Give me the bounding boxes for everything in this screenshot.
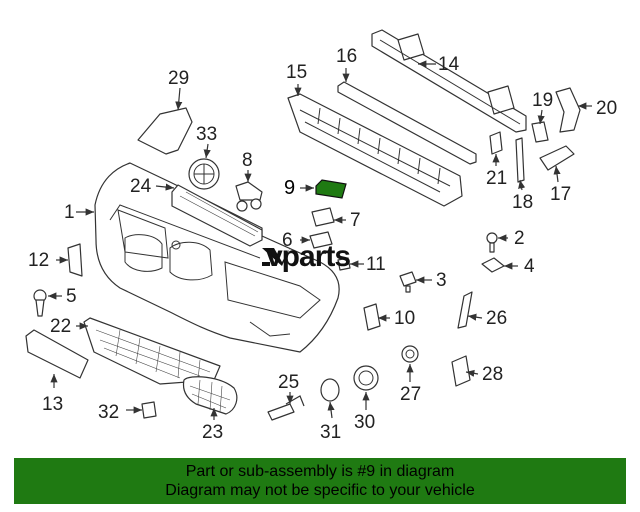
part-label-20: 20 xyxy=(596,98,617,119)
bracket-10 xyxy=(363,303,381,331)
part-label-2: 2 xyxy=(514,228,525,249)
bumper-cover xyxy=(94,162,340,353)
sensor-27 xyxy=(401,345,419,363)
part-label-23: 23 xyxy=(202,422,223,443)
part-label-11: 11 xyxy=(366,254,386,275)
parts-diagram: 1 2 3 4 5 6 7 8 9 10 11 12 13 14 15 16 1… xyxy=(25,29,617,443)
part-label-25: 25 xyxy=(278,372,299,393)
part-label-4: 4 xyxy=(524,256,535,277)
bracket-12 xyxy=(67,243,83,277)
block-17 xyxy=(539,145,575,171)
bracket-20 xyxy=(555,87,581,133)
bumper-reinforcement xyxy=(371,29,527,133)
bolt-2 xyxy=(486,232,498,253)
part-label-18: 18 xyxy=(512,192,533,213)
part-label-7: 7 xyxy=(350,210,361,231)
part-label-24: 24 xyxy=(130,176,152,197)
part-label-22: 22 xyxy=(50,316,71,337)
lower-grille-22 xyxy=(83,317,221,385)
leader-lines xyxy=(48,60,592,420)
sensor-30 xyxy=(353,365,379,391)
clip-3 xyxy=(399,271,417,293)
part-label-29: 29 xyxy=(168,68,189,89)
part-label-14: 14 xyxy=(438,54,460,75)
part-label-1: 1 xyxy=(64,202,75,223)
banner-line-2: Diagram may not be specific to your vehi… xyxy=(165,482,475,499)
part-label-12: 12 xyxy=(28,250,49,271)
part-label-16: 16 xyxy=(336,46,357,67)
clip-6 xyxy=(309,231,333,249)
nut-4 xyxy=(481,257,505,273)
part-label-9: 9 xyxy=(284,177,295,199)
air-duct-29 xyxy=(137,107,193,155)
ring-31 xyxy=(320,378,340,402)
part-label-5: 5 xyxy=(66,286,77,307)
part-label-30: 30 xyxy=(354,412,375,433)
part-label-28: 28 xyxy=(482,364,503,385)
nut-11 xyxy=(337,257,351,271)
part-label-6: 6 xyxy=(282,230,293,251)
tow-hook-cover-9 xyxy=(315,179,347,199)
emblem-33 xyxy=(188,158,220,190)
part-labels: 1 2 3 4 5 6 7 8 9 10 11 12 13 14 15 16 1… xyxy=(28,46,617,443)
part-label-13: 13 xyxy=(42,394,63,415)
sensor-25 xyxy=(267,395,305,421)
part-label-31: 31 xyxy=(320,422,341,443)
part-label-19: 19 xyxy=(532,90,553,111)
watermark-logo: vparts xyxy=(262,240,351,273)
license-plate-bracket-13 xyxy=(25,329,89,379)
info-banner: Part or sub-assembly is #9 in diagram Di… xyxy=(14,458,626,504)
bracket-7 xyxy=(311,207,335,227)
bracket-21 xyxy=(489,131,503,155)
part-label-33: 33 xyxy=(196,124,217,145)
part-label-32: 32 xyxy=(98,402,119,423)
part-label-15: 15 xyxy=(286,62,307,83)
part-label-26: 26 xyxy=(486,308,507,329)
part-label-21: 21 xyxy=(486,168,507,189)
clip-5 xyxy=(33,289,47,317)
fog-grille-23 xyxy=(182,376,238,415)
grille-frame xyxy=(171,184,263,247)
bumper-strip xyxy=(337,81,477,165)
trim-26 xyxy=(457,291,473,329)
watermark-text: vparts xyxy=(266,240,350,273)
part-label-8: 8 xyxy=(242,150,253,171)
part-label-10: 10 xyxy=(394,308,415,329)
part-label-3: 3 xyxy=(436,270,447,291)
bracket-19 xyxy=(531,121,549,143)
part-label-27: 27 xyxy=(400,384,421,405)
support-18 xyxy=(515,137,525,183)
banner-line-1: Part or sub-assembly is #9 in diagram xyxy=(185,463,455,480)
bracket-8 xyxy=(235,181,263,212)
part-label-17: 17 xyxy=(550,184,571,205)
nut-32 xyxy=(141,401,157,419)
bracket-28 xyxy=(451,355,471,387)
